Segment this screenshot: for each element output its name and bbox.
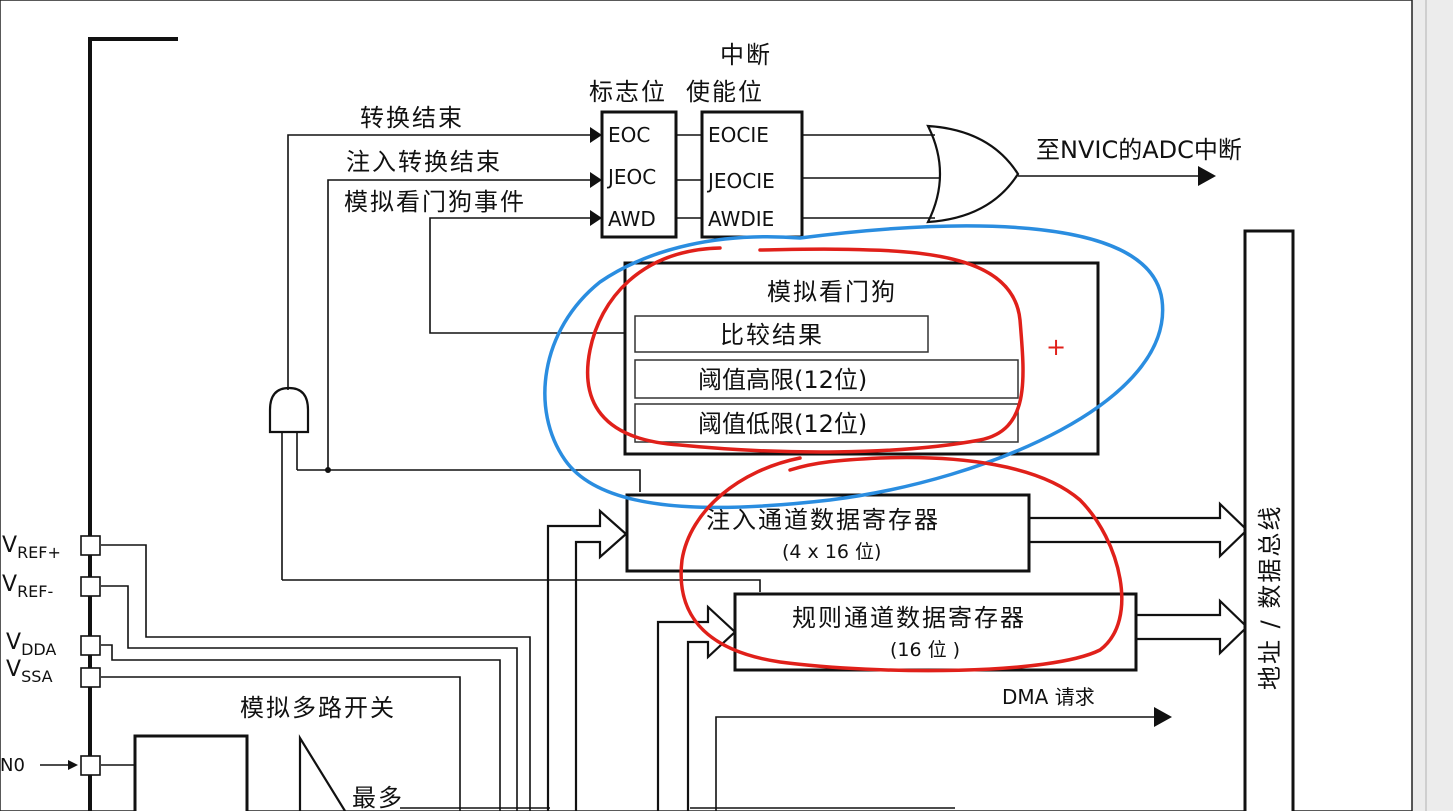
injected-input-arrow — [546, 508, 628, 811]
low-threshold-box — [634, 403, 1019, 443]
enable-register-box — [700, 110, 804, 239]
awd-arrow — [590, 210, 602, 226]
in0-pin — [80, 755, 101, 776]
mux-shape — [298, 734, 346, 811]
low-threshold-label: 阈值低限(12位) — [698, 410, 867, 438]
eoc-arrow — [590, 127, 602, 143]
max-label: 最多 — [352, 784, 404, 811]
gpio-block — [133, 734, 249, 811]
dma-line — [715, 716, 1156, 811]
vdda-label: VDDA — [6, 630, 56, 659]
vref-plus-wire — [101, 544, 531, 811]
junction-dot — [325, 467, 331, 473]
in0-label: N0 — [0, 755, 25, 776]
vdda-wire — [101, 644, 501, 811]
analog-mux-label: 模拟多路开关 — [240, 694, 396, 722]
flag-jeoc: JEOC — [606, 165, 656, 189]
address-data-bus — [1243, 229, 1295, 811]
end-of-conversion-label: 转换结束 — [360, 104, 464, 132]
awd-signal-line — [429, 217, 635, 334]
watchdog-title: 模拟看门狗 — [767, 278, 897, 306]
injected-register-title: 注入通道数据寄存器 — [706, 506, 940, 534]
regular-input-arrow — [656, 604, 737, 811]
enable-jeocie: JEOCIE — [706, 169, 775, 193]
red-annotation-registers — [679, 455, 1124, 673]
eoc-signal-line — [287, 134, 590, 390]
regular-register-box — [733, 592, 1138, 672]
injected-register-size: (4 x 16 位) — [782, 541, 881, 563]
to-nvic-label: 至NVIC的ADC中断 — [1036, 136, 1242, 164]
high-threshold-box — [634, 359, 1019, 399]
flag-register-box — [600, 110, 678, 239]
high-threshold-label: 阈值高限(12位) — [698, 366, 867, 394]
compare-result-label: 比较结果 — [720, 321, 824, 349]
enable-awdie: AWDIE — [708, 207, 774, 231]
nvic-arrow — [1198, 166, 1216, 186]
watchdog-event-label: 模拟看门狗事件 — [344, 188, 526, 216]
vref-minus-wire — [101, 585, 518, 811]
flag-bit-label: 标志位 — [589, 78, 667, 106]
and-gate — [268, 386, 310, 434]
dma-arrow — [1154, 707, 1172, 727]
red-annotation-watchdog — [585, 246, 1025, 454]
vref-plus-pin — [80, 535, 101, 556]
blue-annotation-circle — [543, 224, 1165, 510]
regular-register-title: 规则通道数据寄存器 — [792, 604, 1026, 632]
vref-plus-label: VREF+ — [2, 533, 61, 562]
in0-arrow — [68, 760, 78, 770]
vssa-label: VSSA — [6, 657, 53, 686]
bus-label: 地址 / 数据总线 — [1256, 505, 1284, 690]
interrupt-enable-label: 使能位 — [686, 78, 764, 106]
regular-register-size: (16 位 ) — [890, 639, 960, 661]
jeoc-arrow — [590, 172, 602, 188]
jeoc-signal-line — [327, 179, 590, 470]
vref-minus-label: VREF- — [2, 572, 53, 601]
flag-awd: AWD — [608, 207, 656, 231]
dma-request-label: DMA 请求 — [1002, 685, 1095, 709]
watchdog-feed-line — [297, 469, 641, 492]
vdda-pin — [80, 635, 101, 656]
flag-eoc: EOC — [608, 123, 650, 147]
regular-feed-line — [282, 579, 761, 592]
vssa-wire — [101, 676, 461, 811]
interrupt-label: 中断 — [720, 41, 772, 69]
annotation-plus-marker: + — [1046, 333, 1066, 361]
or-gate — [926, 124, 1020, 224]
vref-minus-pin — [80, 576, 101, 597]
vssa-pin — [80, 667, 101, 688]
enable-eocie: EOCIE — [708, 123, 769, 147]
injected-eoc-label: 注入转换结束 — [346, 148, 502, 176]
compare-result-box — [634, 315, 929, 353]
